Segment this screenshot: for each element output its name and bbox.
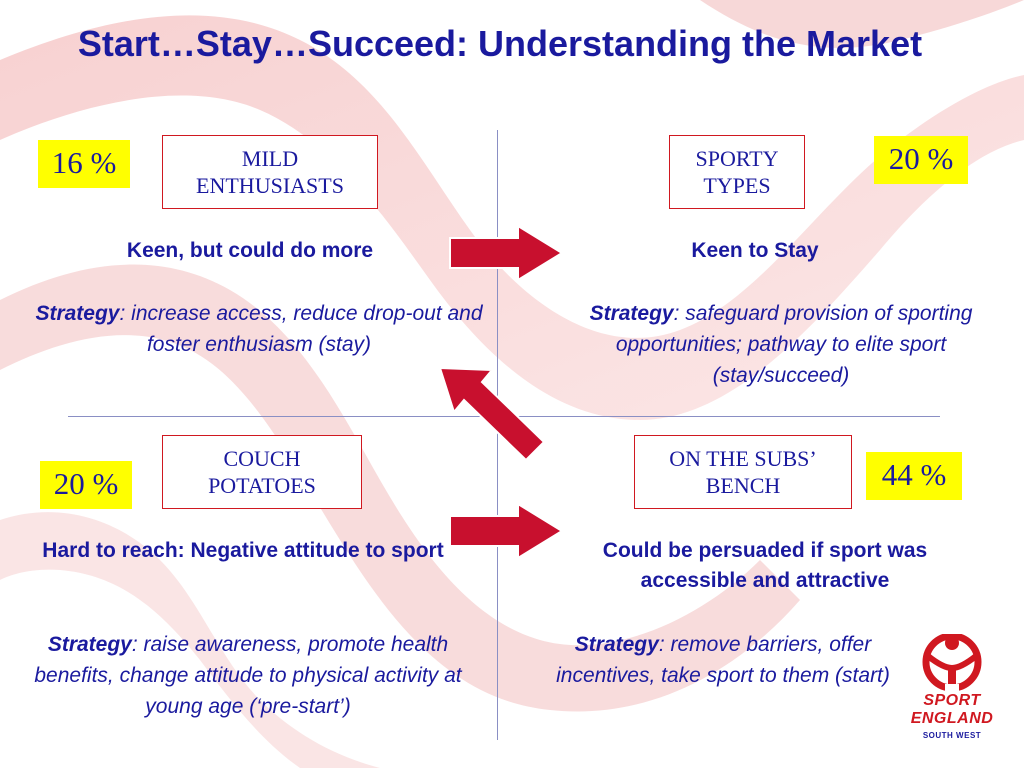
strategy-couch-potatoes: Strategy: raise awareness, promote healt…: [6, 629, 490, 722]
strategy-text: : safeguard provision of sporting opport…: [615, 302, 973, 387]
arrow-right-top-icon: [449, 224, 564, 282]
strategy-text: : increase access, reduce drop-out and f…: [119, 302, 483, 356]
strategy-label: Strategy: [589, 302, 674, 325]
segment-label-line2: TYPES: [703, 173, 771, 198]
segment-box-subs-bench: ON THE SUBS’BENCH: [634, 435, 852, 509]
segment-label-line1: COUCH: [223, 446, 301, 471]
slide-title: Start…Stay…Succeed: Understanding the Ma…: [77, 23, 923, 64]
strategy-label: Strategy: [574, 633, 659, 656]
arrow-diagonal-up-left-icon: [438, 366, 546, 462]
strategy-mild-enthusiasts: Strategy: increase access, reduce drop-o…: [20, 298, 498, 360]
heading-couch-potatoes: Hard to reach: Negative attitude to spor…: [42, 539, 444, 562]
segment-label-line1: SPORTY: [695, 146, 779, 171]
sport-england-logo: SPORT ENGLAND SOUTH WEST: [898, 632, 1006, 746]
vertical-divider: [497, 130, 498, 740]
segment-label-line2: BENCH: [705, 473, 781, 498]
strategy-text: : remove barriers, offer incentives, tak…: [556, 633, 890, 687]
heading-mild-enthusiasts: Keen, but could do more: [126, 239, 374, 262]
percent-badge-sporty-types: 20 %: [874, 136, 968, 184]
heading-sporty-types: Keen to Stay: [691, 239, 819, 262]
strategy-sporty-types: Strategy: safeguard provision of sportin…: [548, 298, 1014, 391]
segment-label-line2: POTATOES: [208, 473, 316, 498]
strategy-label: Strategy: [35, 302, 120, 325]
strategy-label: Strategy: [47, 633, 132, 656]
logo-text-england: ENGLAND: [910, 710, 994, 727]
percent-badge-subs-bench: 44 %: [866, 452, 962, 500]
segment-label-line2: ENTHUSIASTS: [196, 173, 344, 198]
heading-subs-bench: Could be persuaded if sport was accessib…: [602, 539, 928, 592]
sport-england-emblem-icon: [922, 632, 982, 692]
segment-label-line1: MILD: [241, 146, 299, 171]
logo-text-south-west: SOUTH WEST: [922, 731, 982, 740]
arrow-right-bottom-icon: [449, 502, 564, 560]
segment-label-line1: ON THE SUBS’: [669, 446, 817, 471]
logo-text-sport: SPORT: [923, 692, 981, 709]
strategy-text: : raise awareness, promote health benefi…: [34, 633, 462, 718]
strategy-subs-bench: Strategy: remove barriers, offer incenti…: [528, 629, 918, 691]
percent-badge-couch-potatoes: 20 %: [40, 461, 132, 509]
percent-badge-mild-enthusiasts: 16 %: [38, 140, 130, 188]
